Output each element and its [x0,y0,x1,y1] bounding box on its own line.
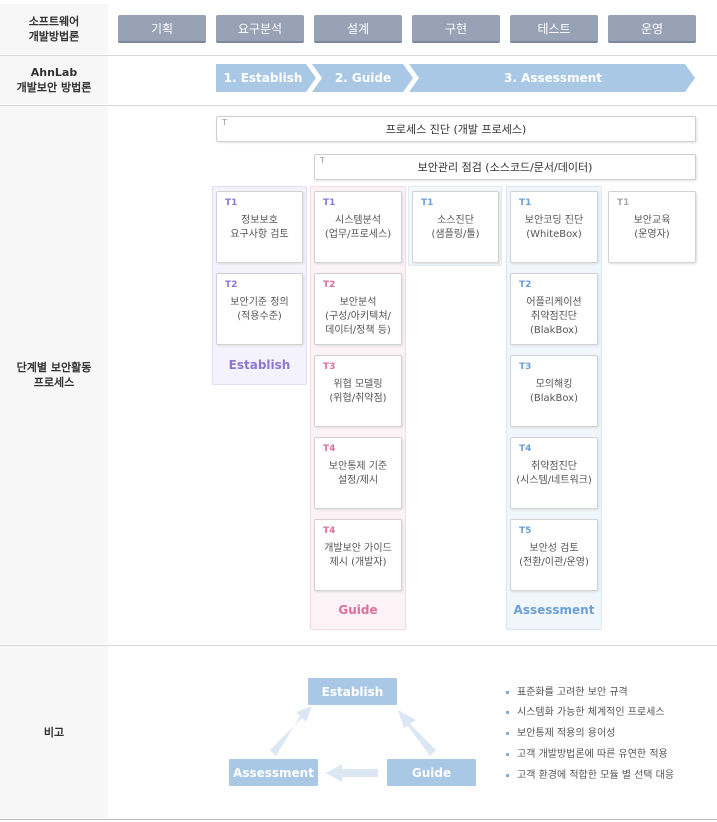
flow-guide: Guide [387,759,476,786]
note-item: 고객 환경에 적합한 모듈 별 선택 대응 [506,766,674,781]
bullet-icon [506,731,509,735]
task-tag: T5 [519,526,532,536]
task-tag: T3 [519,362,532,372]
guide-card-2: T2 보안분석 (구성/아키텍쳐/ 데이터/정책 등) [314,273,402,345]
chevron-guide-shape [312,64,413,92]
divider [0,645,717,646]
note-item: 시스템화 가능한 체계적인 프로세스 [506,703,665,718]
assessment-card-1: T1 보안코딩 진단 (WhiteBox) [510,191,598,263]
task-text: 보안교육 (운영자) [633,215,671,240]
task-tag: T2 [519,280,532,290]
assessment-card-2: T2 어플리케이션 취약점진단 (BlakBox) [510,273,598,345]
ops-card-1: T1 보안교육 (운영자) [608,191,696,263]
establish-card-1: T1 정보보호 요구사항 검토 [216,191,303,263]
row-label-remarks: 비고 [0,646,108,818]
divider [0,819,717,820]
task-tag: T4 [519,444,532,454]
task-tag: T1 [323,198,336,208]
bar-label: 보안관리 점검 (소스코드/문서/데이터) [417,161,593,174]
task-text: 보안코딩 진단 (WhiteBox) [524,215,584,240]
assessment-card-5: T5 보안성 검토 (전환/이관/운영) [510,519,598,591]
task-text: 취약점진단 (시스템/네트워크) [516,461,592,486]
phase-test: 테스트 [510,15,598,43]
guide-card-1: T1 시스템분석 (업무/프로세스) [314,191,402,263]
flow-establish: Establish [308,678,397,705]
note-text: 고객 환경에 적합한 모듈 별 선택 대응 [517,770,675,781]
note-item: 보안통제 적용의 용이성 [506,724,615,739]
chevron-guide: 2. Guide [334,71,392,85]
divider [0,55,717,56]
task-text: 시스템분석 (업무/프로세스) [324,215,392,240]
task-text: 소스진단 (샘플링/툴) [431,215,480,240]
arrow-guide-to-assessment [326,764,378,782]
establish-label: Establish [228,358,291,372]
note-text: 보안통제 적용의 용이성 [517,728,616,739]
task-text: 어플리케이션 취약점진단 (BlakBox) [526,297,582,336]
bullet-icon [506,752,509,756]
flow-arrows [270,706,436,782]
establish-card-2: T2 보안기준 정의 (적용수준) [216,273,303,345]
divider [0,105,717,106]
chevron-establish: 1. Establish [223,71,303,85]
row-label-methodology: 소프트웨어 개발방법론 [0,4,108,54]
assessment-card-3: T3 모의해킹 (BlakBox) [510,355,598,427]
note-text: 표준화를 고려한 보안 규격 [517,687,628,698]
note-item: 표준화를 고려한 보안 규격 [506,683,628,698]
task-tag: T1 [519,198,532,208]
bar-label: 프로세스 진단 (개발 프로세스) [385,123,527,136]
chevron-assessment: 3. Assessment [503,71,602,85]
task-text: 위협 모델링 (위협/취약점) [329,379,387,404]
task-tag: T1 [225,198,238,208]
phase-design: 설계 [314,15,402,43]
security-check-bar: T 보안관리 점검 (소스코드/문서/데이터) [314,154,696,180]
process-diagnosis-bar: T 프로세스 진단 (개발 프로세스) [216,116,696,142]
chevron-establish-shape [216,64,316,92]
note-text: 고객 개발방법론에 따른 유연한 적용 [517,749,668,760]
impl-card-1: T1 소스진단 (샘플링/툴) [412,191,499,263]
phase-requirements: 요구분석 [216,15,304,43]
bar-tag: T [320,156,325,165]
note-text: 시스템화 가능한 체계적인 프로세스 [517,707,665,718]
guide-card-5: T4 개발보안 가이드 제시 (개발자) [314,519,402,591]
note-item: 고객 개발방법론에 따른 유연한 적용 [506,745,668,760]
task-text: 보안분석 (구성/아키텍쳐/ 데이터/정책 등) [325,297,391,336]
task-tag: T2 [323,280,336,290]
chevron-assessment-shape [409,64,695,92]
arrow-assessment-to-establish [270,706,312,756]
task-text: 보안기준 정의 (적용수준) [230,297,289,322]
phase-planning: 기획 [118,15,206,43]
bar-tag: T [222,118,227,127]
row-label-ahnlab: AhnLab 개발보안 방법론 [0,56,108,104]
assessment-label: Assessment [513,603,595,617]
assessment-card-4: T4 취약점진단 (시스템/네트워크) [510,437,598,509]
row-label-activities: 단계별 보안활동 프로세스 [0,106,108,644]
arrow-establish-to-guide [398,710,436,756]
guide-card-4: T4 보안통제 기준 설정/제시 [314,437,402,509]
task-text: 개발보안 가이드 제시 (개발자) [324,543,392,568]
task-text: 보안성 검토 (전환/이관/운영) [519,543,589,568]
guide-card-3: T3 위협 모델링 (위협/취약점) [314,355,402,427]
chevron-shapes [216,64,695,92]
flow-assessment: Assessment [229,759,318,786]
bullet-icon [506,710,509,714]
task-text: 모의해킹 (BlakBox) [530,379,578,404]
task-tag: T4 [323,444,336,454]
bullet-icon [506,773,509,777]
task-tag: T1 [421,198,434,208]
task-text: 보안통제 기준 설정/제시 [328,461,388,486]
phase-operation: 운영 [608,15,696,43]
task-text: 정보보호 요구사항 검토 [230,215,289,240]
task-tag: T3 [323,362,336,372]
phase-implementation: 구현 [412,15,500,43]
guide-label: Guide [338,603,378,617]
bullet-icon [506,690,509,694]
task-tag: T4 [323,526,336,536]
task-tag: T2 [225,280,238,290]
task-tag: T1 [617,198,630,208]
